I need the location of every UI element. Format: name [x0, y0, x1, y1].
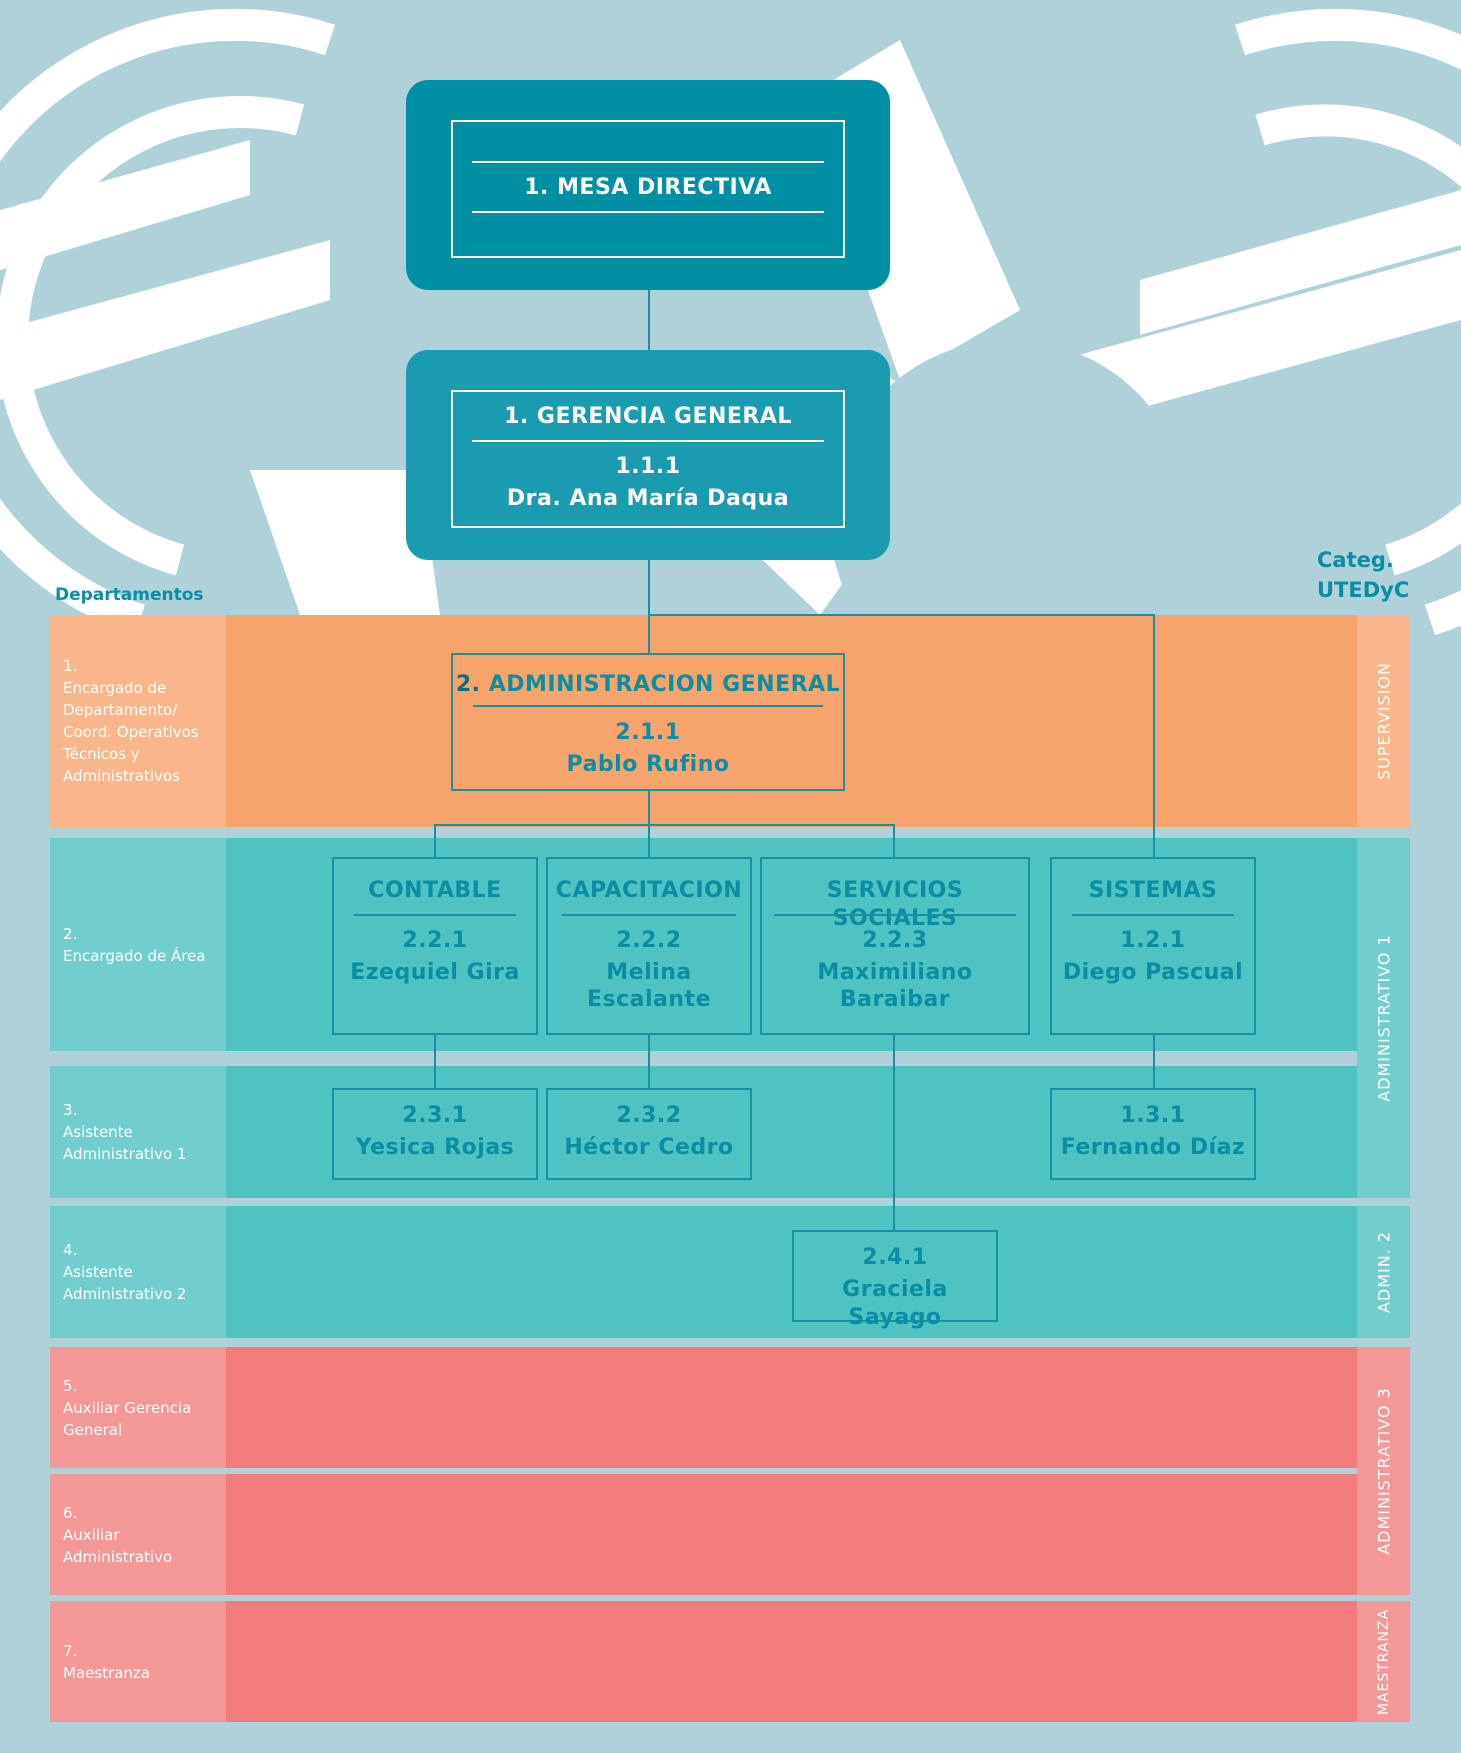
servicios-name-line1: Maximiliano — [817, 960, 973, 985]
bg-bar-right-1 — [1060, 250, 1461, 430]
band-2-label: 2. Encargado de Área — [50, 838, 226, 1051]
asist-contable-name: Yesica Rojas — [355, 1135, 515, 1160]
servicios-name-line2: Baraibar — [839, 987, 951, 1012]
band-1-label: 1. Encargado de Departamento/ Coord. Ope… — [50, 615, 226, 827]
band-6: 6. Auxiliar Administrativo — [50, 1474, 1410, 1595]
band-3-label: 3. Asistente Administrativo 1 — [50, 1066, 226, 1198]
category-administrativo-1-label: ADMINISTRATIVO 1 — [1374, 934, 1393, 1102]
category-administrativo-1: ADMINISTRATIVO 1 — [1357, 838, 1410, 1198]
category-admin-2: ADMIN. 2 — [1357, 1206, 1410, 1338]
bg-bar-right-2 — [1140, 190, 1461, 335]
node-capacitacion: CAPACITACION 2.2.2 Melina Escalante — [546, 857, 752, 1035]
connector-servicios-asist2 — [893, 1034, 895, 1230]
asist-capacitacion-code: 2.3.2 — [616, 1103, 682, 1128]
category-maestranza-label: MAESTRANZA — [1375, 1608, 1392, 1715]
bg-arc-left-inner — [0, 95, 305, 576]
sistemas-code: 1.2.1 — [1120, 928, 1186, 953]
asist2-servicios-name: Graciela Sayago — [842, 1277, 948, 1330]
band-7: 7. Maestranza — [50, 1601, 1410, 1722]
mesa-rule-top — [472, 161, 824, 163]
mesa-title: 1. MESA DIRECTIVA — [524, 175, 772, 200]
category-administrativo-3: ADMINISTRATIVO 3 — [1357, 1347, 1410, 1595]
bg-circle — [830, 340, 1190, 700]
contable-rule — [354, 914, 516, 916]
asist-sistemas-name: Fernando Díaz — [1060, 1135, 1246, 1160]
node-mesa-directiva: 1. MESA DIRECTIVA — [406, 80, 890, 290]
admin-name: Pablo Rufino — [566, 752, 730, 777]
connector-contable-asist — [434, 1034, 436, 1088]
category-supervision-label: SUPERVISION — [1374, 662, 1393, 780]
servicios-title: SERVICIOS SOCIALES — [826, 878, 964, 931]
departments-heading: Departamentos — [55, 585, 204, 605]
mesa-inner-frame — [451, 120, 845, 258]
sistemas-rule — [1072, 914, 1234, 916]
contable-code: 2.2.1 — [402, 928, 468, 953]
contable-title: CONTABLE — [368, 878, 502, 903]
capacitacion-name-line2: Escalante — [587, 987, 711, 1012]
node-asistente-contable: 2.3.1 Yesica Rojas — [332, 1088, 538, 1180]
band-5: 5. Auxiliar Gerencia General — [50, 1347, 1410, 1468]
gerencia-rule — [472, 440, 824, 442]
band-4: 4. Asistente Administrativo 2 — [50, 1206, 1410, 1338]
asist-sistemas-code: 1.3.1 — [1120, 1103, 1186, 1128]
gerencia-code: 1.1.1 — [615, 454, 681, 479]
connector-admin-horizontal — [434, 824, 895, 826]
gerencia-inner-frame — [451, 390, 845, 528]
node-gerencia-general: 1. GERENCIA GENERAL 1.1.1 Dra. Ana María… — [406, 350, 890, 560]
admin-rule — [473, 705, 823, 707]
category-administrativo-3-label: ADMINISTRATIVO 3 — [1374, 1387, 1393, 1555]
asist2-servicios-code: 2.4.1 — [862, 1245, 928, 1270]
asist-capacitacion-name: Héctor Cedro — [564, 1135, 734, 1160]
capacitacion-name-line1: Melina — [606, 960, 692, 985]
connector-capacitacion-asist — [648, 1034, 650, 1088]
connector-gerencia-horizontal — [648, 614, 1155, 616]
admin-title: 2. ADMINISTRACION GENERAL — [453, 671, 843, 699]
bg-bar-left-1 — [0, 240, 330, 400]
band-5-label: 5. Auxiliar Gerencia General — [50, 1347, 226, 1468]
bg-arc-right-inner — [1255, 104, 1461, 576]
capacitacion-code: 2.2.2 — [616, 928, 682, 953]
node-asistente-sistemas: 1.3.1 Fernando Díaz — [1050, 1088, 1256, 1180]
mesa-rule-bottom — [472, 211, 824, 213]
connector-to-sistemas — [1153, 614, 1155, 858]
admin-title-number: 2. — [455, 672, 481, 697]
bg-bar-left-2 — [0, 140, 250, 270]
servicios-code: 2.2.3 — [862, 928, 928, 953]
category-admin-2-label: ADMIN. 2 — [1374, 1230, 1393, 1314]
admin-title-text: ADMINISTRACION GENERAL — [480, 672, 841, 697]
gerencia-name: Dra. Ana María Daqua — [506, 486, 790, 511]
connector-mesa-gerencia — [648, 290, 650, 352]
admin-code: 2.1.1 — [615, 720, 681, 745]
category-supervision: SUPERVISION — [1357, 615, 1410, 827]
band-7-label: 7. Maestranza — [50, 1601, 226, 1722]
capacitacion-rule — [562, 914, 736, 916]
category-maestranza: MAESTRANZA — [1357, 1601, 1410, 1722]
band-4-label: 4. Asistente Administrativo 2 — [50, 1206, 226, 1338]
node-servicios-sociales: SERVICIOS SOCIALES 2.2.3 Maximiliano Bar… — [760, 857, 1030, 1035]
connector-to-servicios — [893, 824, 895, 858]
node-asistente-capacitacion: 2.3.2 Héctor Cedro — [546, 1088, 752, 1180]
bg-arc-right-outer — [1235, 8, 1461, 636]
bg-slant-left — [250, 470, 440, 615]
contable-name: Ezequiel Gira — [350, 960, 520, 985]
category-heading-line2: UTEDyC — [1317, 578, 1410, 602]
connector-to-contable — [434, 824, 436, 858]
gerencia-title: 1. GERENCIA GENERAL — [504, 404, 792, 429]
asist-contable-code: 2.3.1 — [402, 1103, 468, 1128]
capacitacion-title: CAPACITACION — [555, 878, 743, 903]
node-administracion-general: 2. ADMINISTRACION GENERAL 2.1.1 Pablo Ru… — [451, 653, 845, 791]
node-sistemas: SISTEMAS 1.2.1 Diego Pascual — [1050, 857, 1256, 1035]
servicios-rule — [774, 914, 1016, 916]
category-heading-line1: Categ. — [1317, 548, 1394, 572]
node-asistente2-servicios: 2.4.1 Graciela Sayago — [792, 1230, 998, 1330]
connector-sistemas-asist — [1153, 1034, 1155, 1088]
node-contable: CONTABLE 2.2.1 Ezequiel Gira — [332, 857, 538, 1035]
sistemas-name: Diego Pascual — [1062, 960, 1244, 985]
band-6-label: 6. Auxiliar Administrativo — [50, 1474, 226, 1595]
connector-gerencia-down — [648, 557, 650, 653]
bg-arc-left-outer — [0, 8, 335, 636]
sistemas-title: SISTEMAS — [1088, 878, 1218, 903]
